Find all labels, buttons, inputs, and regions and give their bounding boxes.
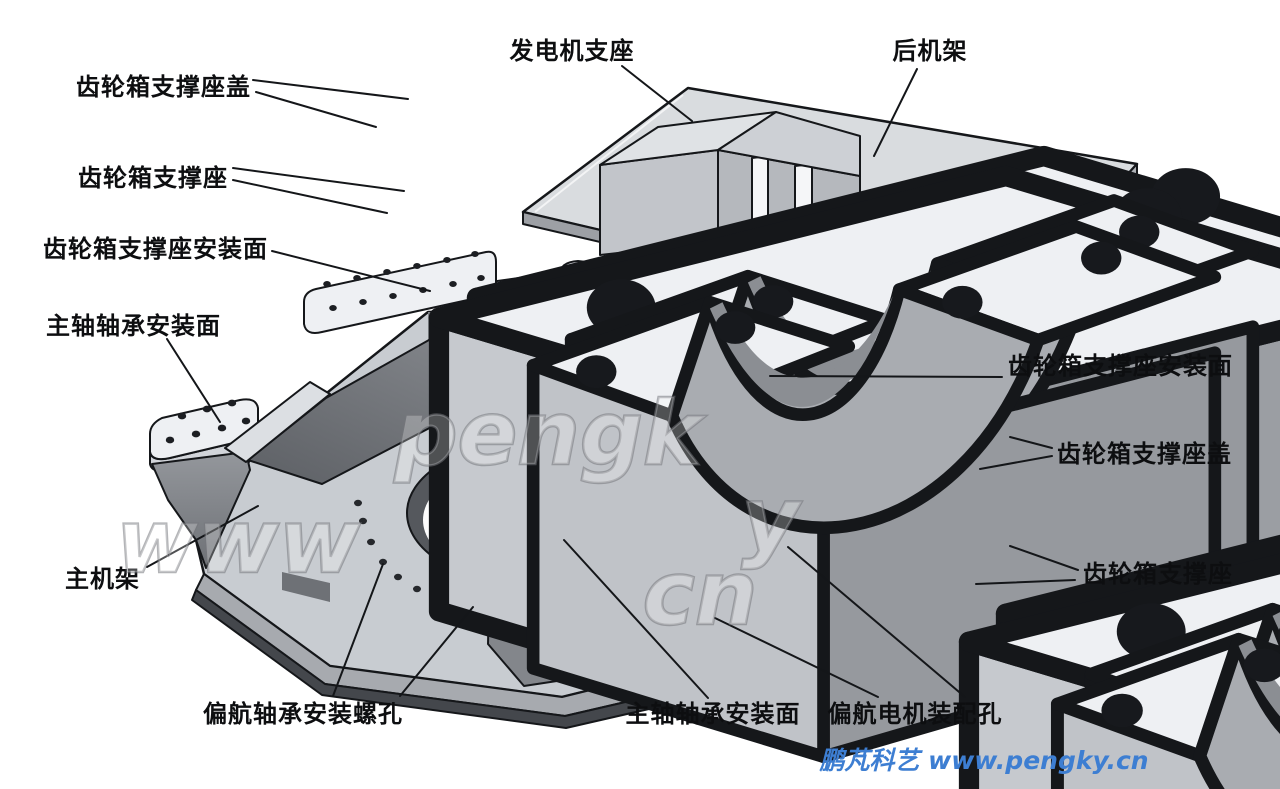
label-mainshaft-mount-bottom: 主轴轴承安装面 bbox=[626, 700, 801, 728]
leader-gearbox-seat-right-1 bbox=[1009, 545, 1079, 571]
leader-gearbox-cover-right-2 bbox=[979, 455, 1053, 470]
label-gearbox-seat-left: 齿轮箱支撑座 bbox=[78, 164, 228, 192]
leader-rear-frame bbox=[873, 68, 918, 157]
branding-text: 鹏芃科艺 www.pengky.cn bbox=[818, 746, 1148, 775]
leader-gearbox-mount-left bbox=[271, 250, 431, 292]
label-gearbox-cover-right: 齿轮箱支撑座盖 bbox=[1057, 440, 1232, 468]
label-gearbox-seat-right: 齿轮箱支撑座 bbox=[1083, 560, 1233, 588]
watermark-www: www bbox=[116, 490, 361, 593]
leader-gearbox-seat-left-2 bbox=[232, 179, 388, 214]
watermark-cn: cn bbox=[643, 542, 758, 645]
leader-main-frame bbox=[146, 505, 259, 568]
label-gearbox-cover-left: 齿轮箱支撑座盖 bbox=[76, 73, 251, 101]
label-main-frame: 主机架 bbox=[65, 566, 140, 593]
leader-lines bbox=[146, 65, 1079, 699]
label-rear-frame: 后机架 bbox=[893, 38, 968, 65]
leader-generator-support bbox=[621, 65, 693, 122]
leader-mainshaft-mount-left bbox=[166, 338, 221, 423]
leader-yaw-bearing-holes-2 bbox=[399, 606, 474, 697]
leader-gearbox-cover-left-1 bbox=[252, 79, 409, 100]
callout-labels: 齿轮箱支撑座盖 齿轮箱支撑座 齿轮箱支撑座安装面 主轴轴承安装面 主机架 发电机… bbox=[43, 37, 1233, 728]
leader-yaw-motor-holes-1 bbox=[714, 617, 879, 698]
label-gearbox-mount-right: 齿轮箱支撑座安装面 bbox=[1008, 352, 1233, 380]
leader-yaw-motor-holes-2 bbox=[787, 546, 966, 698]
leader-gearbox-seat-left-1 bbox=[232, 167, 405, 192]
label-mainshaft-mount-left: 主轴轴承安装面 bbox=[46, 312, 221, 340]
leader-gearbox-mount-right bbox=[769, 375, 1003, 378]
leader-mainshaft-mount-bottom bbox=[563, 539, 709, 699]
watermark-y: y bbox=[741, 468, 802, 571]
leader-gearbox-cover-right-1 bbox=[1009, 436, 1053, 449]
label-gearbox-mount-left: 齿轮箱支撑座安装面 bbox=[43, 235, 268, 263]
leader-yaw-bearing-holes-1 bbox=[332, 563, 384, 697]
leader-gearbox-seat-right-2 bbox=[975, 579, 1076, 585]
label-yaw-bearing-holes: 偏航轴承安装螺孔 bbox=[203, 700, 403, 728]
leader-gearbox-cover-left-2 bbox=[255, 91, 377, 128]
watermark-pengk: pengk bbox=[394, 382, 706, 485]
watermarks: www pengk y cn bbox=[115, 381, 804, 647]
label-yaw-motor-holes: 偏航电机装配孔 bbox=[828, 700, 1003, 728]
label-generator-support: 发电机支座 bbox=[509, 37, 635, 65]
